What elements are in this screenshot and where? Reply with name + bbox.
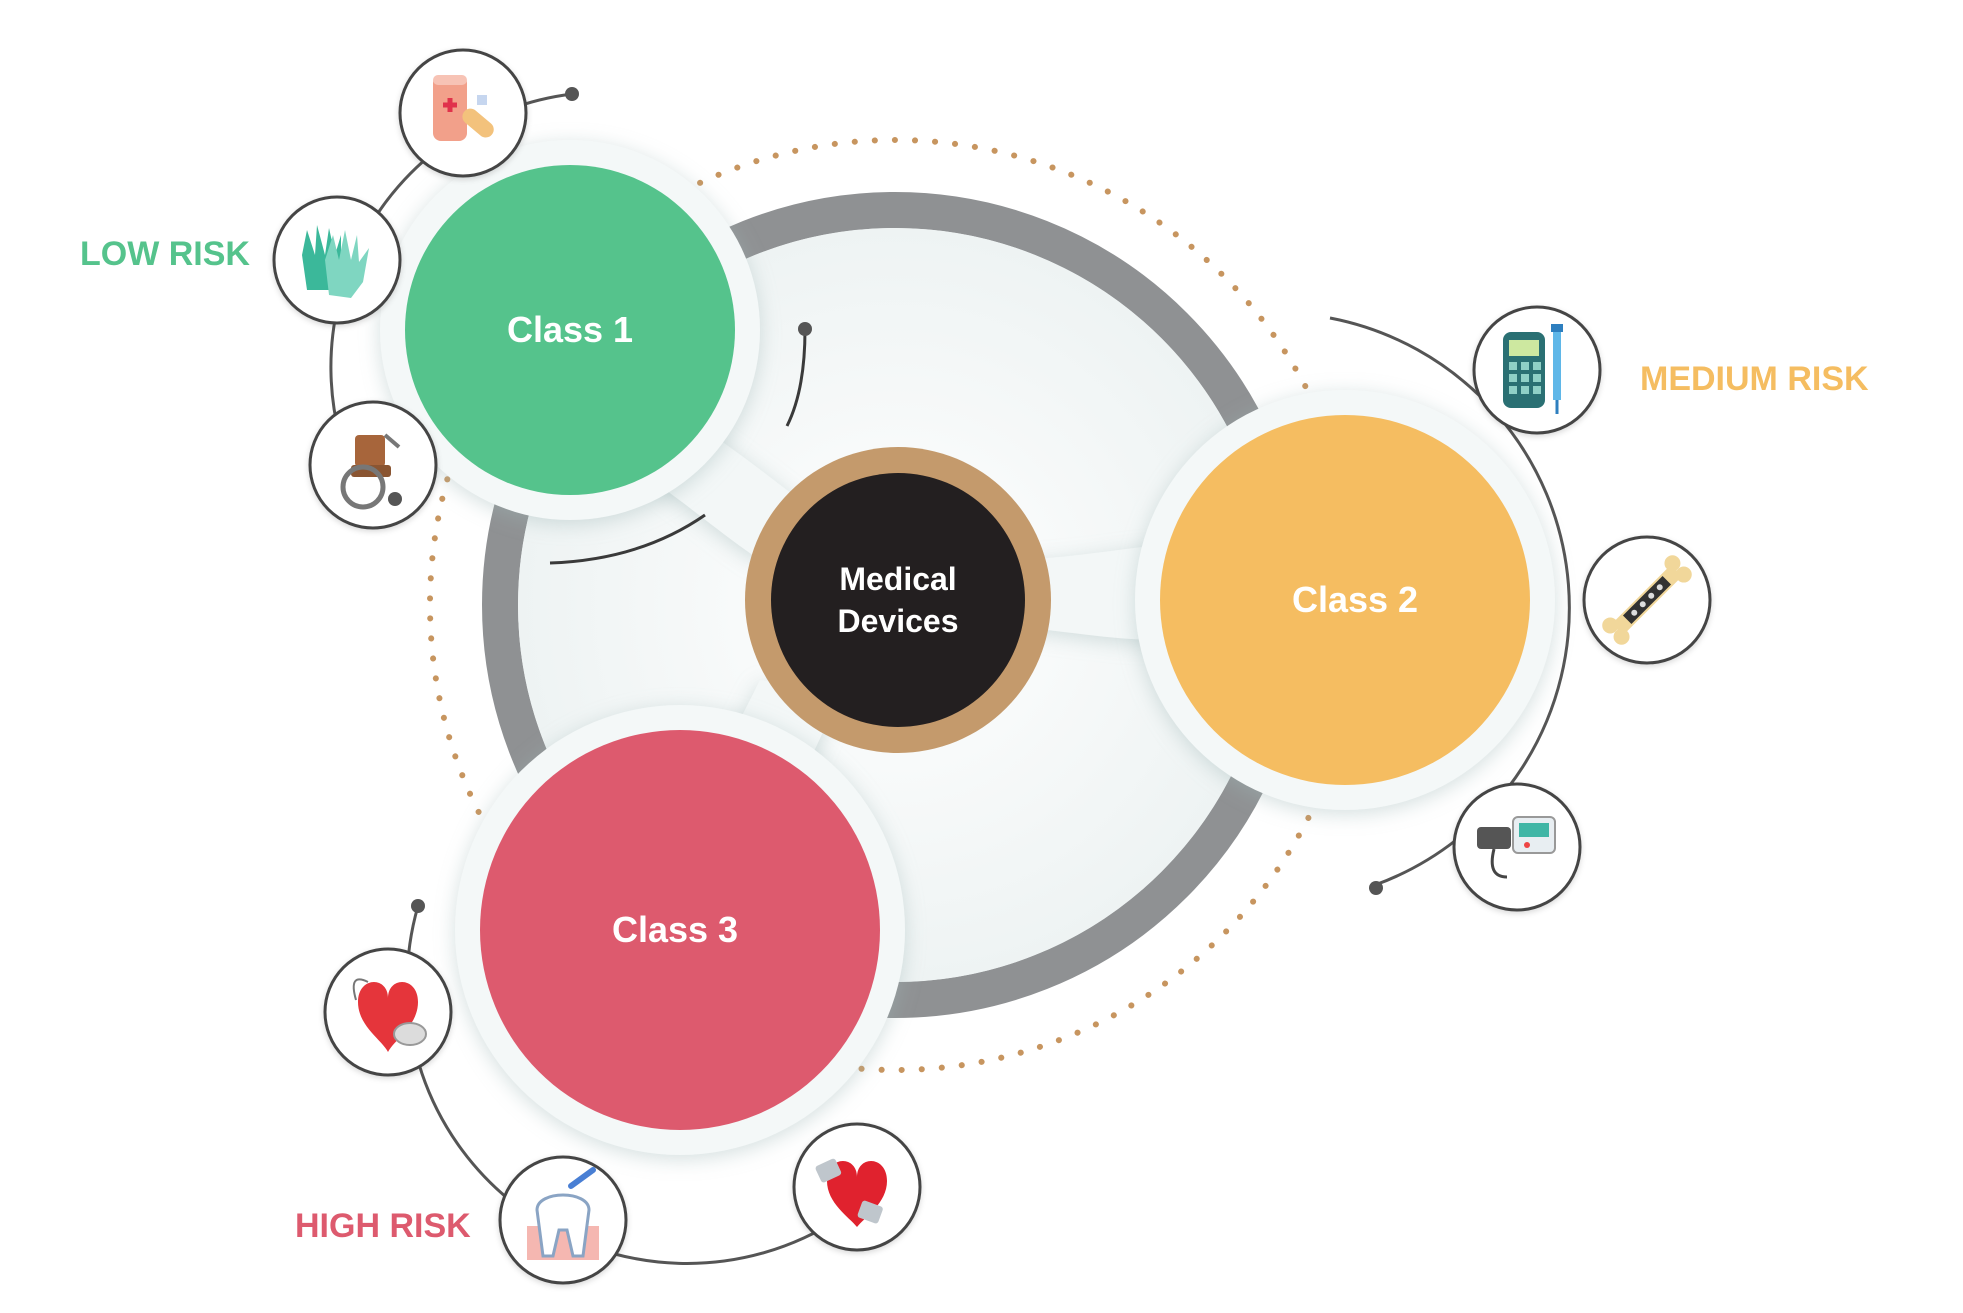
arc-end-dot-2 [1369, 881, 1383, 895]
pacemaker-heart-icon [323, 947, 453, 1077]
inner-arc-dot [798, 322, 812, 336]
inner-arc-2 [785, 329, 807, 427]
dental-implant-icon [498, 1155, 628, 1285]
arc-end-dot-1 [565, 87, 579, 101]
class-1-label: Class 1 [507, 309, 633, 350]
infusion-pump-icon [1472, 305, 1602, 435]
class-2-circle [1160, 415, 1530, 785]
class-1-circle [405, 165, 735, 495]
center-fill [771, 473, 1025, 727]
gloves-icon [272, 195, 402, 325]
bone-implant-icon [1582, 535, 1712, 665]
arc-end-dot-3 [411, 899, 425, 913]
center-label-line1: Medical [839, 561, 956, 597]
inner-arc-1 [549, 513, 706, 565]
class-3-node[interactable]: Class 3 [480, 730, 880, 1130]
bandage-roll-icon [398, 48, 528, 178]
class-3-label: Class 3 [612, 909, 738, 950]
class-2-label: Class 2 [1292, 579, 1418, 620]
low-risk-label: LOW RISK [80, 235, 250, 273]
wheelchair-icon [308, 400, 438, 530]
center-node[interactable]: Medical Devices [745, 447, 1051, 753]
medium-risk-label: MEDIUM RISK [1640, 360, 1869, 398]
high-risk-label: HIGH RISK [295, 1207, 471, 1245]
blood-pressure-monitor-icon [1452, 782, 1582, 912]
class-2-node[interactable]: Class 2 [1160, 415, 1530, 785]
heart-valve-icon [792, 1122, 922, 1252]
center-label-line2: Devices [838, 603, 959, 639]
class-1-node[interactable]: Class 1 [405, 165, 735, 495]
class-3-circle [480, 730, 880, 1130]
